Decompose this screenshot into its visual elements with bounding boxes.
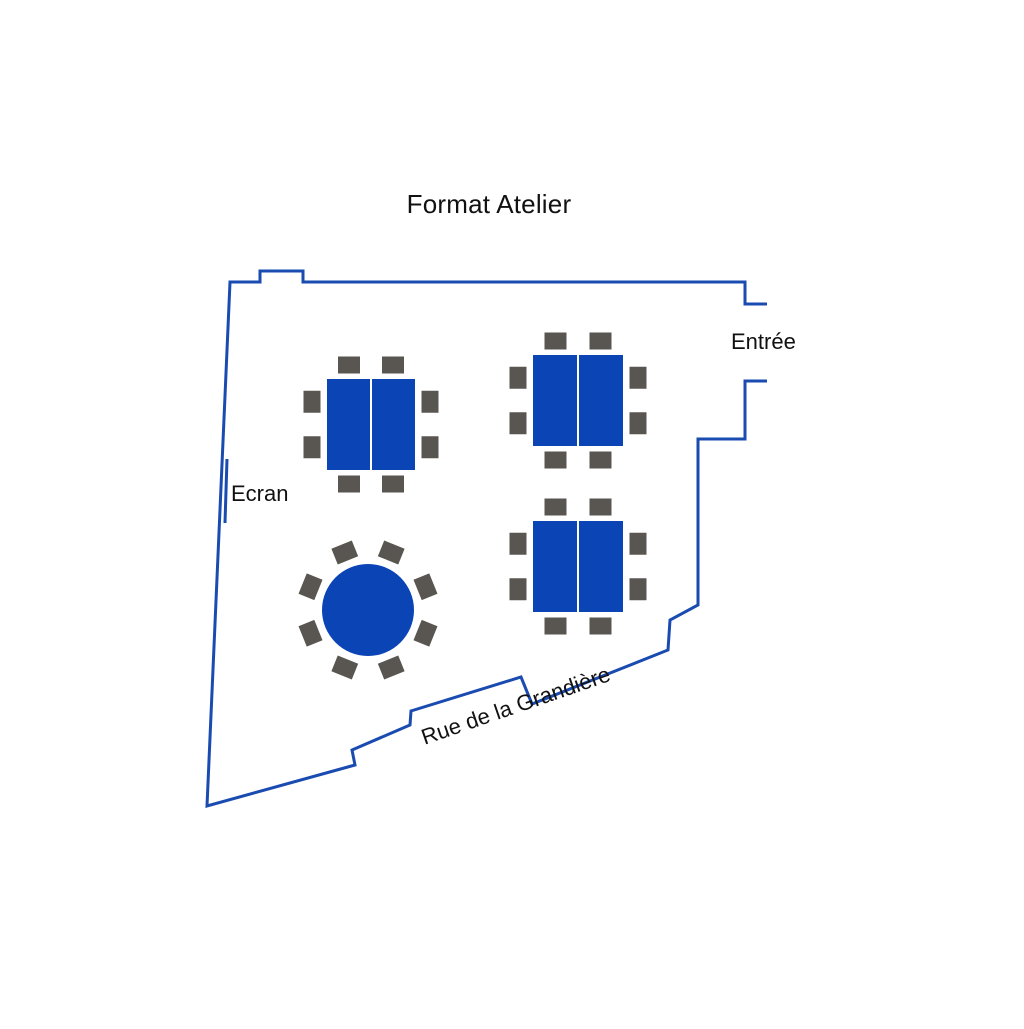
round-table-chair: [331, 655, 359, 680]
rect-table-3-chair: [509, 578, 527, 601]
rect-table-3-chair: [629, 578, 647, 601]
round-table-chair: [413, 573, 438, 601]
rect-table-3-chair: [544, 498, 567, 516]
rect-table-2-left-half: [533, 355, 577, 446]
rect-table-2-chair: [544, 332, 567, 350]
round-table-chair: [298, 573, 323, 601]
rect-table-1-left-half: [327, 379, 370, 470]
round-table-chair: [298, 619, 323, 647]
room-wall-outline: [205, 269, 767, 808]
rect-table-2-chair: [544, 451, 567, 469]
round-table-chair: [377, 655, 405, 680]
rect-table-3-right-half: [579, 521, 623, 612]
rect-table-2-chair: [509, 412, 527, 435]
rect-table-3-chair: [544, 617, 567, 635]
rect-table-3-chair: [509, 532, 527, 555]
screen-mark: [223, 458, 229, 524]
rect-table-1-right-half: [372, 379, 415, 470]
rect-table-2-chair: [629, 366, 647, 389]
rect-table-2-right-half: [579, 355, 623, 446]
rect-table-3-chair: [589, 617, 612, 635]
round-table-chair: [377, 540, 405, 565]
entrance-label: Entrée: [731, 329, 796, 354]
screen-label: Ecran: [231, 481, 289, 506]
rect-table-3-chair: [589, 498, 612, 516]
round-table: [322, 564, 414, 656]
page-title: Format Atelier: [406, 189, 572, 219]
round-table-chair: [413, 619, 438, 647]
rect-table-3-left-half: [533, 521, 577, 612]
rect-table-1-chair: [421, 390, 439, 413]
rect-table-1-chair: [303, 436, 321, 459]
rect-table-1-chair: [421, 436, 439, 459]
rect-table-1-chair: [382, 475, 404, 493]
rect-table-2-chair: [629, 412, 647, 435]
rect-table-2-chair: [509, 366, 527, 389]
round-table-chair: [331, 540, 359, 565]
rect-table-1-chair: [338, 475, 360, 493]
rect-table-2-chair: [589, 332, 612, 350]
furniture-layer: [298, 332, 647, 680]
rect-table-1-chair: [303, 390, 321, 413]
rect-table-2-chair: [589, 451, 612, 469]
rect-table-1-chair: [382, 356, 404, 374]
rect-table-3-chair: [629, 532, 647, 555]
rect-table-1-chair: [338, 356, 360, 374]
